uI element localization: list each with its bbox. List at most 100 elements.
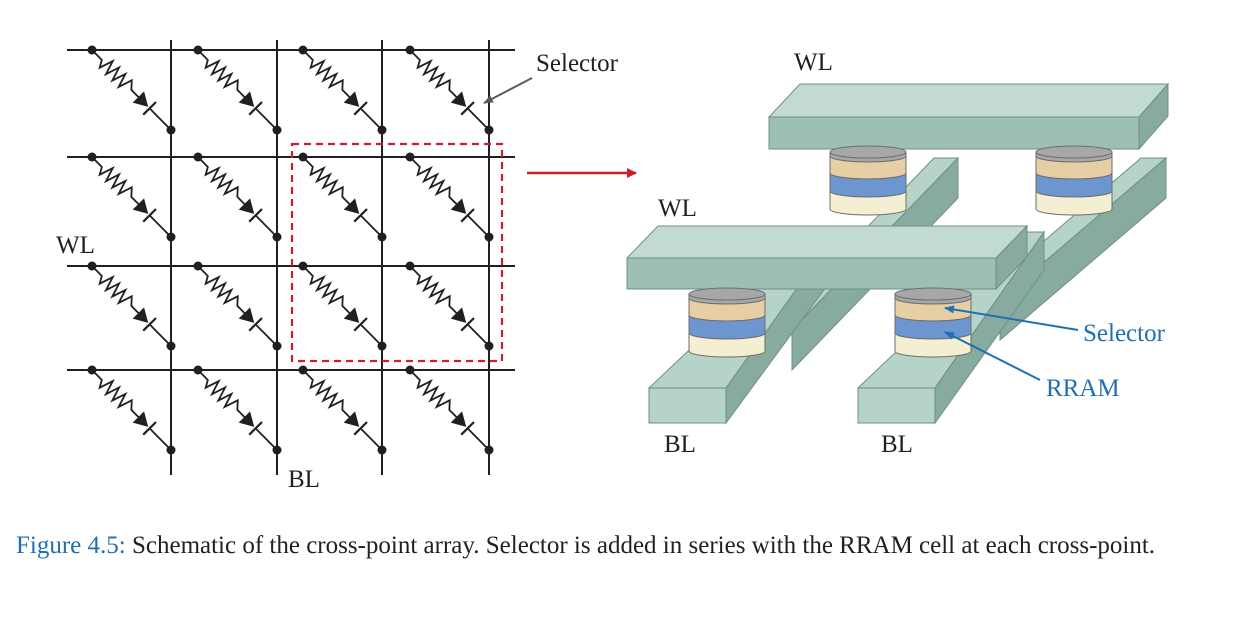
- selector-diode: [343, 411, 360, 427]
- highlight-box: [290, 142, 504, 363]
- cell: [298, 45, 387, 135]
- wordline-front-side-face: [995, 224, 1028, 291]
- selector-diode: [238, 411, 255, 427]
- cell: [405, 152, 494, 242]
- wordline-front-top-face: [625, 225, 1029, 259]
- resistor: [409, 369, 459, 420]
- caption-lead: Figure 4.5:: [16, 532, 126, 559]
- stack-top: [894, 287, 972, 301]
- cell-stack-front-left: [688, 287, 766, 358]
- cell: [87, 365, 176, 455]
- rram-annotation-arrow: [944, 331, 1041, 381]
- selector-diode: [238, 91, 255, 107]
- resistor: [197, 369, 247, 420]
- selector-bar: [248, 317, 263, 332]
- lead-wire: [254, 107, 278, 131]
- wordline-top-top-face: [767, 83, 1170, 118]
- wordline-top-side-face: [1138, 82, 1169, 151]
- selector-bar: [353, 101, 368, 116]
- figure-diagram: Selector WL BL WL WL BL BL: [56, 40, 1170, 493]
- right-wl-top-label: WL: [794, 49, 833, 76]
- cell: [405, 365, 494, 455]
- lead-wire: [148, 214, 172, 238]
- cell-stack-back-right: [1035, 145, 1113, 216]
- crosspoint-grid: [67, 40, 515, 475]
- resistor: [302, 156, 352, 207]
- resistor: [409, 49, 459, 100]
- lead-wire: [466, 323, 490, 347]
- resistor: [302, 265, 352, 316]
- selector-bar: [460, 421, 475, 436]
- lead-wire: [466, 214, 490, 238]
- right-selector-label: Selector: [1083, 320, 1166, 347]
- selector-bar: [460, 317, 475, 332]
- cell: [193, 152, 282, 242]
- selector-diode: [132, 198, 149, 214]
- resistor: [409, 156, 459, 207]
- selector-bar: [460, 101, 475, 116]
- selector-pointer-arrow: [483, 77, 533, 104]
- cell: [193, 365, 282, 455]
- selector-diode: [450, 91, 467, 107]
- selector-bar: [142, 421, 157, 436]
- resistor: [409, 265, 459, 316]
- right-rram-label: RRAM: [1046, 375, 1120, 402]
- resistor: [197, 156, 247, 207]
- bottom-layer: [688, 332, 766, 358]
- selector-diode: [343, 91, 360, 107]
- cell: [87, 261, 176, 351]
- bitline-front-left-end-face: [648, 387, 727, 424]
- lead-wire: [359, 107, 383, 131]
- lead-wire: [148, 107, 172, 131]
- cell: [298, 261, 387, 351]
- selector-diode: [450, 411, 467, 427]
- selector-diode: [450, 198, 467, 214]
- cell: [405, 261, 494, 351]
- cell: [193, 261, 282, 351]
- lead-wire: [254, 323, 278, 347]
- selector-bar: [142, 317, 157, 332]
- lead-wire: [466, 107, 490, 131]
- wordline-top-front-face: [768, 116, 1140, 150]
- resistor: [91, 156, 141, 207]
- cell-stack-back-left: [829, 145, 907, 216]
- resistor: [197, 49, 247, 100]
- selector-annotation-arrow: [944, 305, 1079, 331]
- cell: [87, 45, 176, 135]
- lead-wire: [359, 323, 383, 347]
- selector-bar: [248, 421, 263, 436]
- cell: [298, 365, 387, 455]
- resistor: [91, 265, 141, 316]
- bottom-layer: [1035, 190, 1113, 216]
- right-bl-right-label: BL: [881, 431, 913, 458]
- lead-wire: [359, 427, 383, 451]
- selector-bar: [353, 421, 368, 436]
- selector-diode: [132, 91, 149, 107]
- resistor: [91, 369, 141, 420]
- selector-bar: [353, 317, 368, 332]
- selector-diode: [343, 198, 360, 214]
- lead-wire: [254, 214, 278, 238]
- selector-diode: [238, 307, 255, 323]
- right-bl-left-label: BL: [664, 431, 696, 458]
- bitline-front-right-end-face: [857, 387, 936, 424]
- selector-bar: [248, 101, 263, 116]
- caption-text: Schematic of the cross-point array. Sele…: [125, 532, 1156, 559]
- stack-top: [1035, 145, 1113, 159]
- crosspoint-3d-view: [625, 82, 1170, 425]
- cell-stack-front-right: [894, 287, 972, 358]
- selector-diode: [343, 307, 360, 323]
- selector-diode: [132, 307, 149, 323]
- resistor: [197, 265, 247, 316]
- lead-wire: [148, 323, 172, 347]
- left-selector-label: Selector: [536, 50, 619, 77]
- figure-caption: Figure 4.5: Schematic of the cross-point…: [16, 526, 1221, 566]
- left-bl-label: BL: [288, 466, 320, 493]
- cell: [87, 152, 176, 242]
- crosspoint-cells: [87, 45, 494, 455]
- bottom-layer: [829, 190, 907, 216]
- lead-wire: [359, 214, 383, 238]
- left-wl-label: WL: [56, 232, 95, 259]
- stack-top: [688, 287, 766, 301]
- cell: [193, 45, 282, 135]
